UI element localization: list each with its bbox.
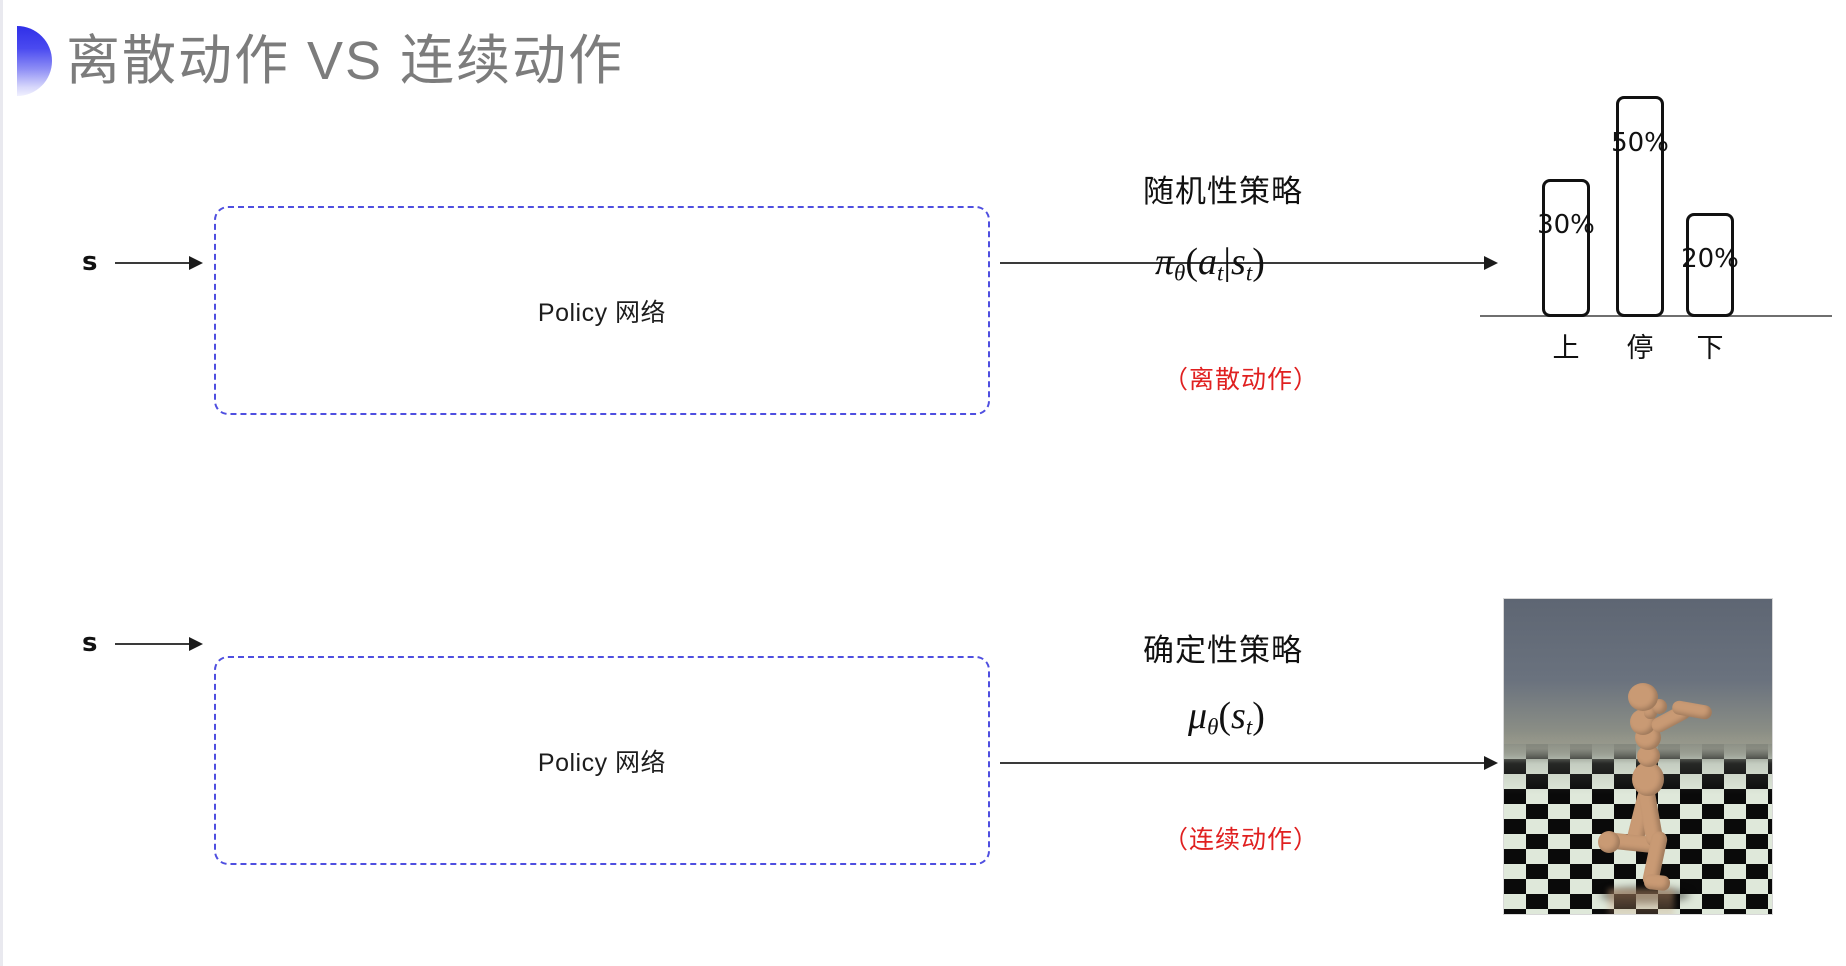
bar-up	[1542, 179, 1590, 317]
formula-fn-mu: μ	[1188, 695, 1208, 737]
output-arrow-head-discrete	[1484, 256, 1498, 270]
output-arrow-line-continuous	[1000, 762, 1490, 764]
slide-left-edge	[0, 0, 3, 966]
title-crescent-decoration	[17, 26, 52, 96]
humanoid-simulation-image	[1503, 598, 1773, 915]
formula-conditional-bar: |	[1223, 241, 1232, 283]
humanoid-front-foot	[1643, 873, 1671, 892]
formula-arg-a: a	[1198, 241, 1218, 283]
formula-stochastic-policy: πθ(at|st)	[1155, 240, 1265, 286]
formula-mu-arg-sub: t	[1245, 714, 1253, 740]
formula-mu-close-paren: )	[1252, 695, 1265, 737]
formula-fn-pi: π	[1155, 241, 1175, 283]
bar-category-stop: 停	[1626, 333, 1654, 363]
output-arrow-line-discrete	[1000, 262, 1490, 264]
policy-type-label-discrete: 随机性策略	[1143, 174, 1303, 209]
formula-arg-s: s	[1231, 241, 1246, 283]
input-arrow-line-discrete	[115, 262, 195, 264]
bar-category-up: 上	[1552, 333, 1580, 363]
bar-category-down: 下	[1696, 333, 1724, 363]
formula-close-paren: )	[1252, 241, 1265, 283]
formula-deterministic-policy: μθ(st)	[1188, 694, 1265, 740]
simulation-checker-floor	[1504, 743, 1772, 914]
note-continuous-action: （连续动作）	[1163, 826, 1320, 854]
input-arrow-head-discrete	[189, 256, 203, 270]
page-title: 离散动作 VS 连续动作	[66, 31, 625, 91]
bar-stop	[1616, 96, 1664, 317]
humanoid-pelvis	[1632, 762, 1664, 796]
humanoid-reflection	[1608, 889, 1674, 914]
humanoid-back-foot	[1598, 831, 1620, 853]
input-state-label-continuous: s	[82, 628, 98, 658]
bar-value-stop: 50%	[1611, 128, 1669, 158]
formula-sub-theta: θ	[1174, 260, 1186, 286]
formula-mu-arg-s: s	[1231, 695, 1246, 737]
input-arrow-line-continuous	[115, 643, 195, 645]
action-probability-bar-chart: 30% 上 50% 停 20% 下	[1480, 96, 1840, 401]
formula-arg-s-sub: t	[1245, 260, 1253, 286]
policy-network-box-continuous[interactable]: Policy 网络	[214, 656, 990, 865]
policy-type-label-continuous: 确定性策略	[1143, 633, 1303, 668]
bar-value-down: 20%	[1681, 244, 1739, 274]
formula-open-paren: (	[1185, 241, 1199, 283]
policy-network-label-continuous: Policy 网络	[537, 748, 667, 777]
humanoid-abdomen	[1637, 745, 1660, 767]
bar-down	[1686, 213, 1734, 317]
note-discrete-action: （离散动作）	[1163, 366, 1320, 394]
output-arrow-head-continuous	[1484, 756, 1498, 770]
bar-value-up: 30%	[1537, 210, 1595, 240]
policy-network-box-discrete[interactable]: Policy 网络	[214, 206, 990, 415]
humanoid-head	[1628, 683, 1658, 711]
input-arrow-head-continuous	[189, 637, 203, 651]
formula-mu-open-paren: (	[1218, 695, 1232, 737]
policy-network-label-discrete: Policy 网络	[537, 298, 667, 327]
input-state-label-discrete: s	[82, 247, 98, 277]
formula-arg-a-sub: t	[1217, 260, 1224, 286]
formula-mu-sub-theta: θ	[1207, 714, 1219, 740]
